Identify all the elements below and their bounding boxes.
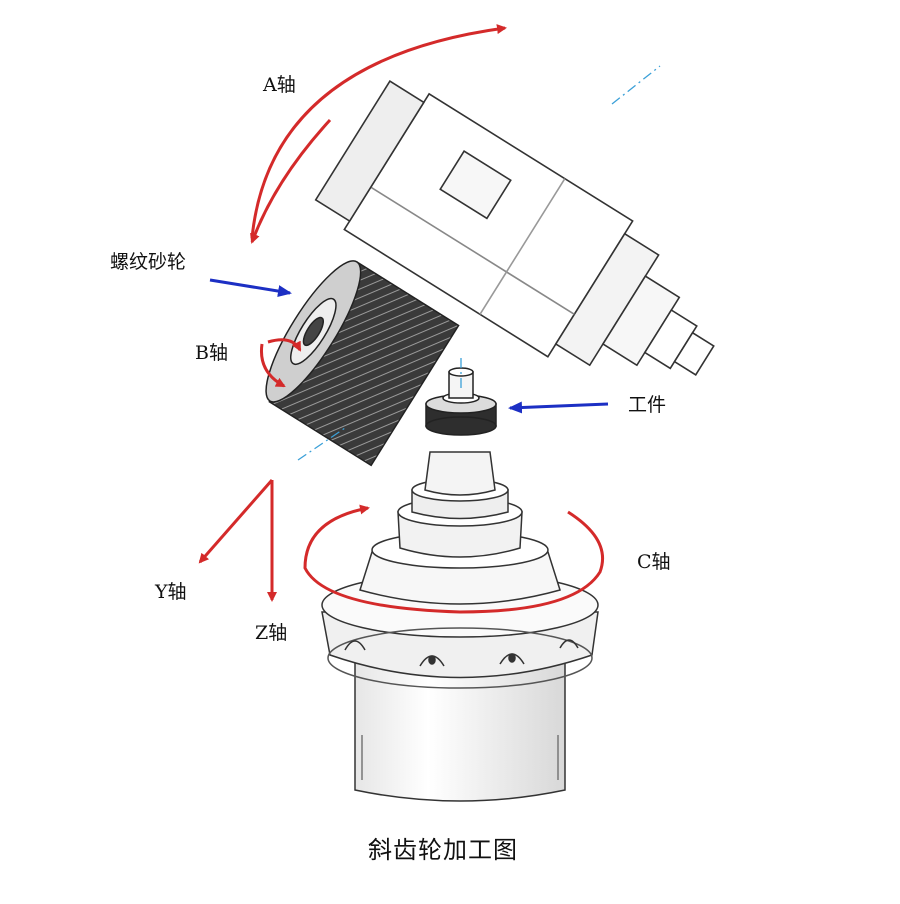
work-table (359, 451, 561, 605)
z-axis-label: Z轴 (255, 622, 288, 644)
workpiece-label: 工件 (628, 394, 667, 416)
b-axis-arrow (259, 338, 302, 388)
axis-centerlines (297, 65, 661, 461)
c-axis-label: C轴 (637, 551, 671, 573)
threaded-grinding-wheel (265, 260, 460, 467)
b-axis-label: B轴 (195, 342, 228, 364)
yz-axis-arrows (198, 479, 277, 602)
figure-caption: 斜齿轮加工图 (368, 836, 518, 864)
thread-wheel-label: 螺纹砂轮 (110, 251, 187, 273)
a-axis-arrow (250, 24, 507, 244)
workpiece-gear (425, 367, 497, 436)
a-axis-label: A轴 (263, 74, 296, 96)
pointer-arrows (209, 278, 609, 414)
base-column (354, 659, 566, 802)
spindle-housing (314, 80, 715, 376)
c-axis-arrow (303, 504, 605, 614)
y-axis-label: Y轴 (155, 581, 187, 603)
